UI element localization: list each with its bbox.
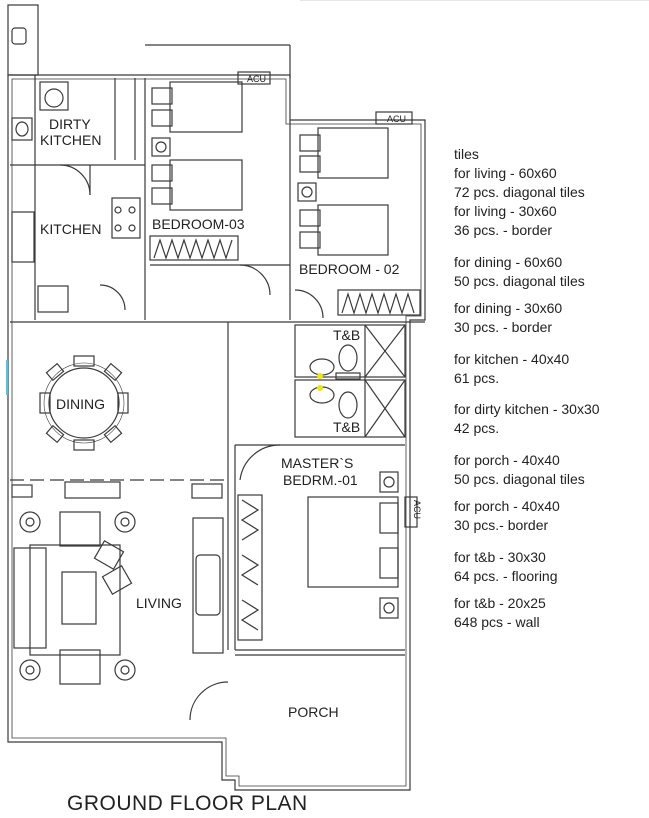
label-porch: PORCH: [288, 704, 339, 720]
note-line: 30 pcs.- border: [454, 517, 549, 533]
exterior-walls: [7, 74, 426, 791]
sofa: [13, 547, 47, 649]
label-dining: DINING: [56, 396, 105, 412]
note-line: 50 pcs. diagonal tiles: [454, 273, 585, 289]
label-acu-master: ACU: [412, 500, 422, 519]
note-line: 36 pcs. - border: [454, 222, 553, 238]
label-acu-bedroom-02: ACU: [387, 114, 406, 124]
bedroom-02-bed-2: [317, 204, 389, 256]
bedroom-03-closet: [149, 235, 239, 261]
label-bedroom-03: BEDROOM-03: [152, 216, 245, 232]
bedroom-02-bed-1: [317, 127, 389, 179]
note-line: 30 pcs. - border: [454, 319, 553, 335]
coffee-table: [61, 571, 97, 625]
note-line: 72 pcs. diagonal tiles: [454, 184, 585, 200]
note-line: for dirty kitchen - 30x30: [454, 401, 600, 417]
note-line: for t&b - 20x25: [454, 595, 546, 611]
note-line: for living - 30x60: [454, 203, 557, 219]
toilet-and-bath-lower: [294, 379, 406, 438]
note-line: 648 pcs - wall: [454, 614, 540, 630]
label-living: LIVING: [136, 595, 182, 611]
note-line: for dining - 60x60: [454, 254, 563, 270]
tile-notes-heading: tiles: [454, 146, 479, 162]
bedroom-03-bed-2: [169, 159, 243, 211]
label-master-bedroom-2: BEDRM.-01: [283, 472, 358, 488]
bedroom-03-bed-1: [169, 81, 243, 133]
dining-table: [48, 367, 120, 439]
note-line: 50 pcs. diagonal tiles: [454, 471, 585, 487]
label-tb-upper: T&B: [333, 327, 360, 343]
master-bed: [307, 496, 399, 588]
bedroom-02-closet: [337, 289, 421, 316]
note-line: 64 pcs. - flooring: [454, 568, 558, 584]
tile-notes: tiles for living - 60x60 72 pcs. diagona…: [454, 145, 649, 632]
tv-cabinet: [192, 517, 224, 654]
marker-dot: [317, 373, 323, 379]
toilet-and-bath-upper: [294, 324, 406, 378]
living-rug: [29, 544, 121, 656]
note-line: 42 pcs.: [454, 420, 500, 436]
note-line: for porch - 40x40: [454, 498, 560, 514]
note-line: for t&b - 30x30: [454, 549, 546, 565]
master-closet: [237, 494, 263, 641]
label-master-bedroom-1: MASTER`S: [281, 455, 353, 471]
note-line: 61 pcs.: [454, 370, 500, 386]
marker-dot: [317, 385, 323, 391]
label-acu-bedroom-03: ACU: [247, 74, 266, 84]
label-kitchen: KITCHEN: [40, 221, 101, 237]
label-bedroom-02: BEDROOM - 02: [299, 261, 400, 277]
label-dirty-kitchen-2: KITCHEN: [40, 132, 101, 148]
label-dirty-kitchen-1: DIRTY: [49, 116, 91, 132]
plan-title: GROUND FLOOR PLAN: [67, 792, 308, 815]
note-line: for living - 60x60: [454, 165, 557, 181]
note-line: for dining - 30x60: [454, 300, 563, 316]
note-line: for porch - 40x40: [454, 452, 560, 468]
label-tb-lower: T&B: [333, 419, 360, 435]
note-line: for kitchen - 40x40: [454, 351, 570, 367]
